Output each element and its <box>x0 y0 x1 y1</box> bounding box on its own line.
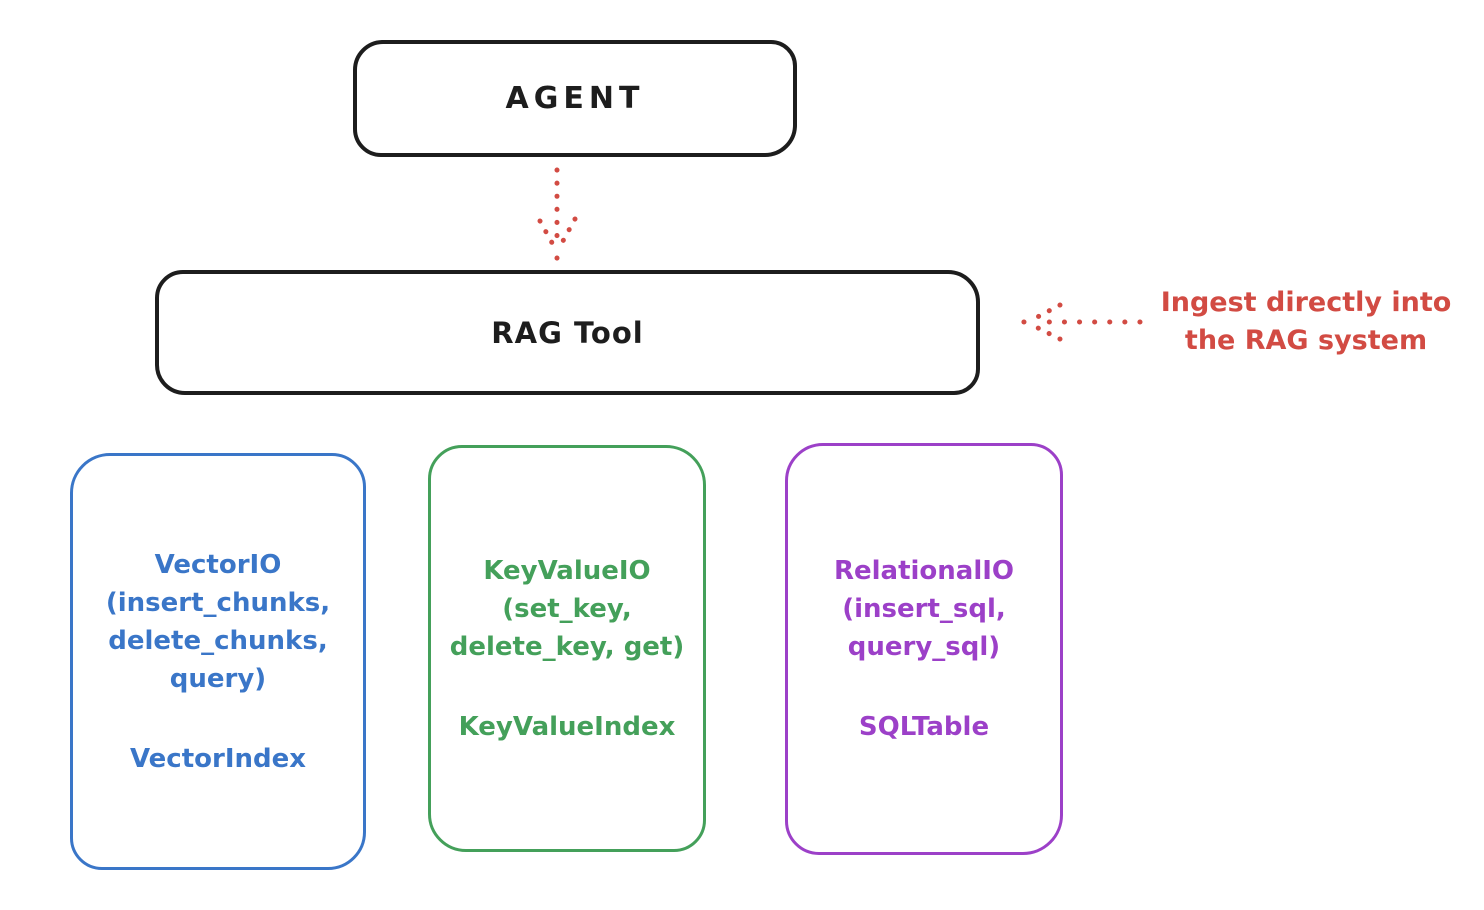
relational-io-line: query_sql) <box>847 632 1001 662</box>
relational-io-box: RelationalIO (insert_sql, query_sql) SQL… <box>785 443 1063 855</box>
keyvalue-io-line: delete_key, get) <box>449 631 685 662</box>
vector-io-line: delete_chunks, <box>108 625 328 656</box>
agent-box: AGENT <box>353 40 797 157</box>
vector-io-line: query) <box>169 663 267 694</box>
vector-io-text: VectorIO (insert_chunks, delete_chunks, … <box>106 546 330 698</box>
keyvalue-io-box: KeyValueIO (set_key, delete_key, get) Ke… <box>428 445 706 852</box>
vector-io-line: (insert_chunks, <box>105 587 331 618</box>
rag-tool-box: RAG Tool <box>155 270 980 395</box>
relational-io-text: RelationalIO (insert_sql, query_sql) <box>834 552 1014 666</box>
ingest-annotation-line1: Ingest directly into <box>1160 287 1452 318</box>
vector-index-label: VectorIndex <box>129 743 307 774</box>
rag-tool-label: RAG Tool <box>491 315 644 350</box>
keyvalue-io-line: (set_key, <box>502 593 632 624</box>
relational-io-line: RelationalIO <box>833 556 1015 586</box>
agent-to-rag-arrow <box>537 167 578 262</box>
ingest-annotation: Ingest directly into the RAG system <box>1138 284 1474 360</box>
keyvalue-io-text: KeyValueIO (set_key, delete_key, get) <box>450 552 685 666</box>
vector-io-box: VectorIO (insert_chunks, delete_chunks, … <box>70 453 366 870</box>
sql-table-label: SQLTable <box>858 712 990 742</box>
keyvalue-io-line: KeyValueIO <box>483 555 651 586</box>
keyvalue-index-label: KeyValueIndex <box>458 711 676 742</box>
ingest-annotation-line2: the RAG system <box>1184 325 1428 356</box>
relational-io-line: (insert_sql, <box>842 594 1006 624</box>
vector-io-line: VectorIO <box>154 549 282 580</box>
annotation-to-rag-arrow <box>1020 302 1143 342</box>
agent-label: AGENT <box>505 81 645 116</box>
